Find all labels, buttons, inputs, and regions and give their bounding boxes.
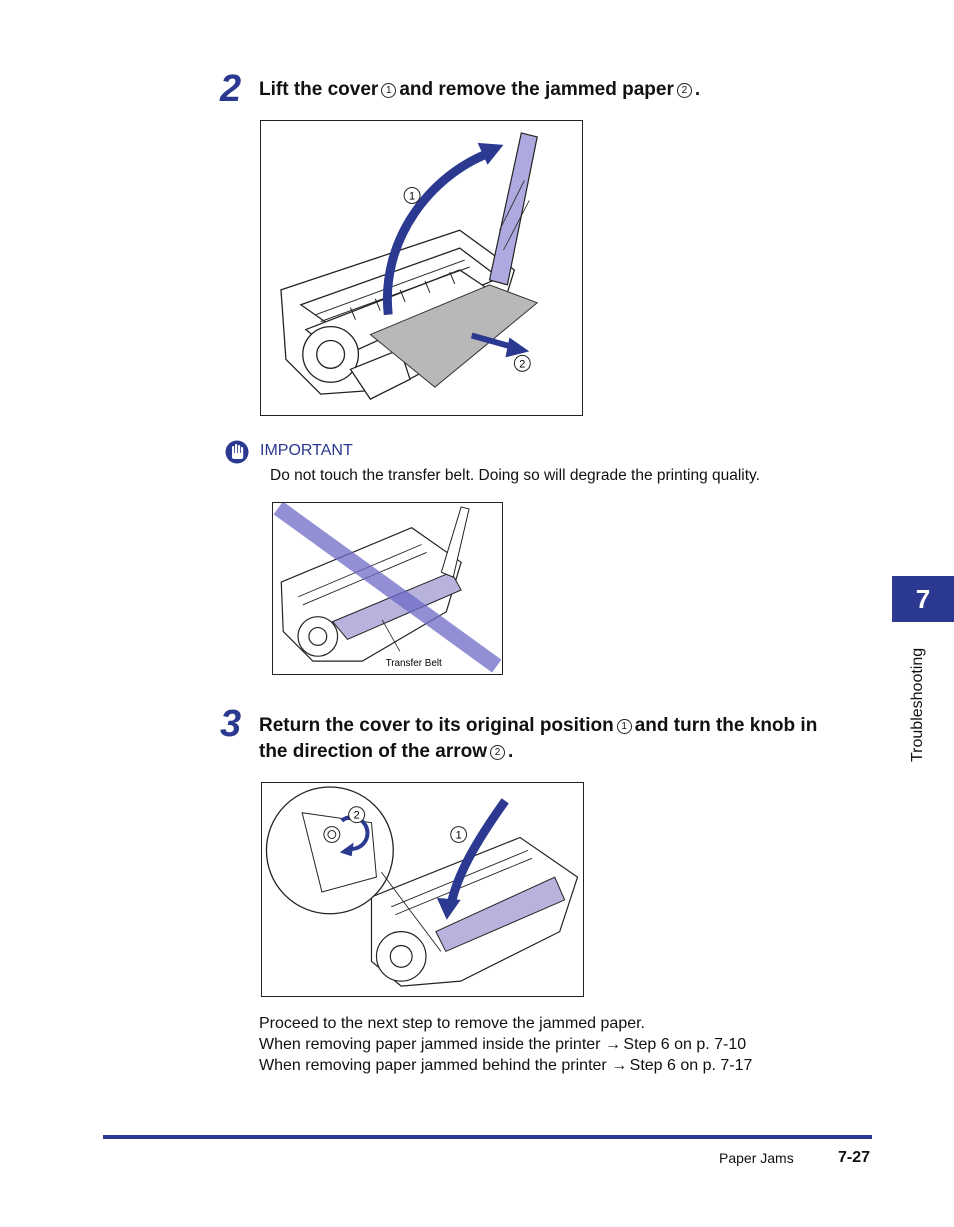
footer-rule xyxy=(103,1135,872,1139)
right-arrow-icon: → xyxy=(604,1036,621,1053)
step-3-text-b: and turn the knob in xyxy=(634,715,818,736)
callout-marker-1: 1 xyxy=(381,83,397,98)
figure1-callout-1: 1 xyxy=(409,190,415,202)
step-3-text-a: Return the cover to its original positio… xyxy=(259,715,614,736)
step-number-3: 3 xyxy=(220,703,242,745)
callout-marker-2: 2 xyxy=(676,83,692,98)
figure1-callout-2: 2 xyxy=(519,358,525,370)
figure3-callout-1: 1 xyxy=(456,829,462,841)
proceed-line-3: When removing paper jammed behind the pr… xyxy=(259,1055,879,1076)
cross-reference-link-2[interactable]: Step 6 on p. 7-17 xyxy=(629,1057,753,1074)
proceed-line-2: When removing paper jammed inside the pr… xyxy=(259,1034,879,1055)
chapter-tab[interactable]: 7 xyxy=(892,576,954,622)
step-3-line-1: Return the cover to its original positio… xyxy=(259,713,879,739)
return-cover-illustration: 2 1 xyxy=(265,786,579,987)
step-3-instruction: Return the cover to its original positio… xyxy=(259,713,879,765)
important-label: IMPORTANT xyxy=(260,442,353,459)
step-number-2: 2 xyxy=(220,68,242,110)
printer-cartridge-illustration: 1 2 xyxy=(280,132,539,400)
chapter-side-label: Troubleshooting xyxy=(909,647,926,762)
transfer-belt-caption: Transfer Belt xyxy=(386,658,442,669)
footer-page-number: 7-27 xyxy=(838,1149,871,1166)
step-2-text-a: Lift the cover xyxy=(259,79,379,100)
footer-section-title: Paper Jams xyxy=(719,1150,794,1166)
step-3-text-c: the direction of the arrow xyxy=(259,741,488,762)
important-note-text: Do not touch the transfer belt. Doing so… xyxy=(270,467,760,484)
callout-marker-1: 1 xyxy=(616,719,632,734)
proceed-line-1: Proceed to the next step to remove the j… xyxy=(259,1015,645,1032)
cross-reference-link-1[interactable]: Step 6 on p. 7-10 xyxy=(623,1036,747,1053)
proceed-line-2-text: When removing paper jammed inside the pr… xyxy=(259,1036,601,1053)
step-2-text-b: and remove the jammed paper xyxy=(399,79,674,100)
figure3-callout-2: 2 xyxy=(354,810,360,822)
step-3-text-d: . xyxy=(508,741,514,762)
figure-lift-cover: 1 2 xyxy=(260,120,583,416)
transfer-belt-illustration: Transfer Belt xyxy=(273,503,502,673)
proceed-instructions: Proceed to the next step to remove the j… xyxy=(259,1013,879,1076)
figure-return-cover: 2 1 xyxy=(261,782,584,997)
step-2-text-c: . xyxy=(694,79,701,100)
important-hand-icon xyxy=(225,439,249,465)
proceed-line-3-text: When removing paper jammed behind the pr… xyxy=(259,1057,607,1074)
callout-marker-2: 2 xyxy=(490,745,506,760)
figure-transfer-belt: Transfer Belt xyxy=(272,502,503,675)
right-arrow-icon: → xyxy=(611,1057,628,1074)
